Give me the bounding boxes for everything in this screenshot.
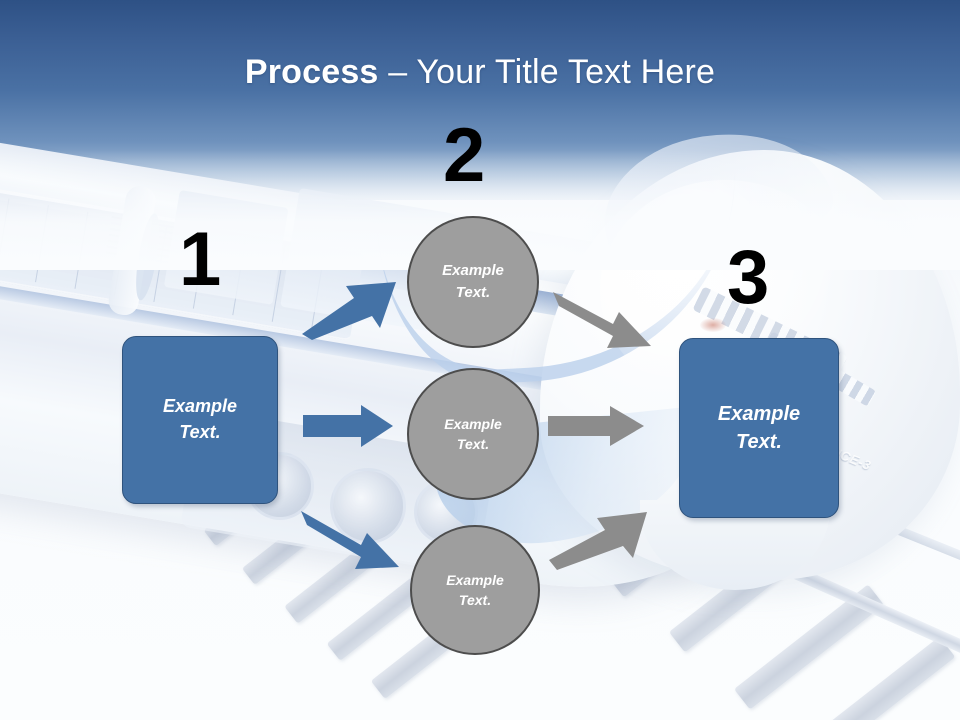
step-number-3: 3 — [727, 235, 770, 320]
stage-2-circle-top-text: Example Text. — [442, 262, 504, 301]
step-number-1: 1 — [179, 217, 222, 302]
stage-2-circle-top[interactable]: Example Text. — [407, 216, 539, 348]
arrow-up-right-gray — [547, 508, 651, 570]
stage-2-circle-middle-text: Example Text. — [444, 415, 502, 452]
stage-2-circle-bottom-text: Example Text. — [446, 571, 504, 608]
train-wheel — [330, 468, 406, 544]
arrow-right-gray — [548, 406, 644, 446]
arrow-up-right-blue — [300, 278, 400, 340]
stage-2-circle-middle[interactable]: Example Text. — [407, 368, 539, 500]
train-marker-light — [700, 318, 726, 332]
page-title-rest: – Your Title Text Here — [378, 53, 716, 91]
arrow-down-right-gray — [551, 288, 655, 350]
stage-3-box[interactable]: Example Text. — [679, 338, 839, 518]
page-title-strong: Process — [244, 53, 379, 91]
stage-3-box-text: Example Text. — [717, 402, 801, 453]
page-title: Process – Your Title Text Here — [0, 50, 960, 94]
stage-1-box-text: Example Text. — [162, 396, 238, 442]
arrow-right-blue — [303, 405, 393, 447]
stage-2-circle-bottom[interactable]: Example Text. — [410, 525, 540, 655]
arrow-down-right-blue — [299, 505, 403, 571]
step-number-2: 2 — [443, 113, 486, 198]
stage-1-box[interactable]: Example Text. — [122, 336, 278, 504]
